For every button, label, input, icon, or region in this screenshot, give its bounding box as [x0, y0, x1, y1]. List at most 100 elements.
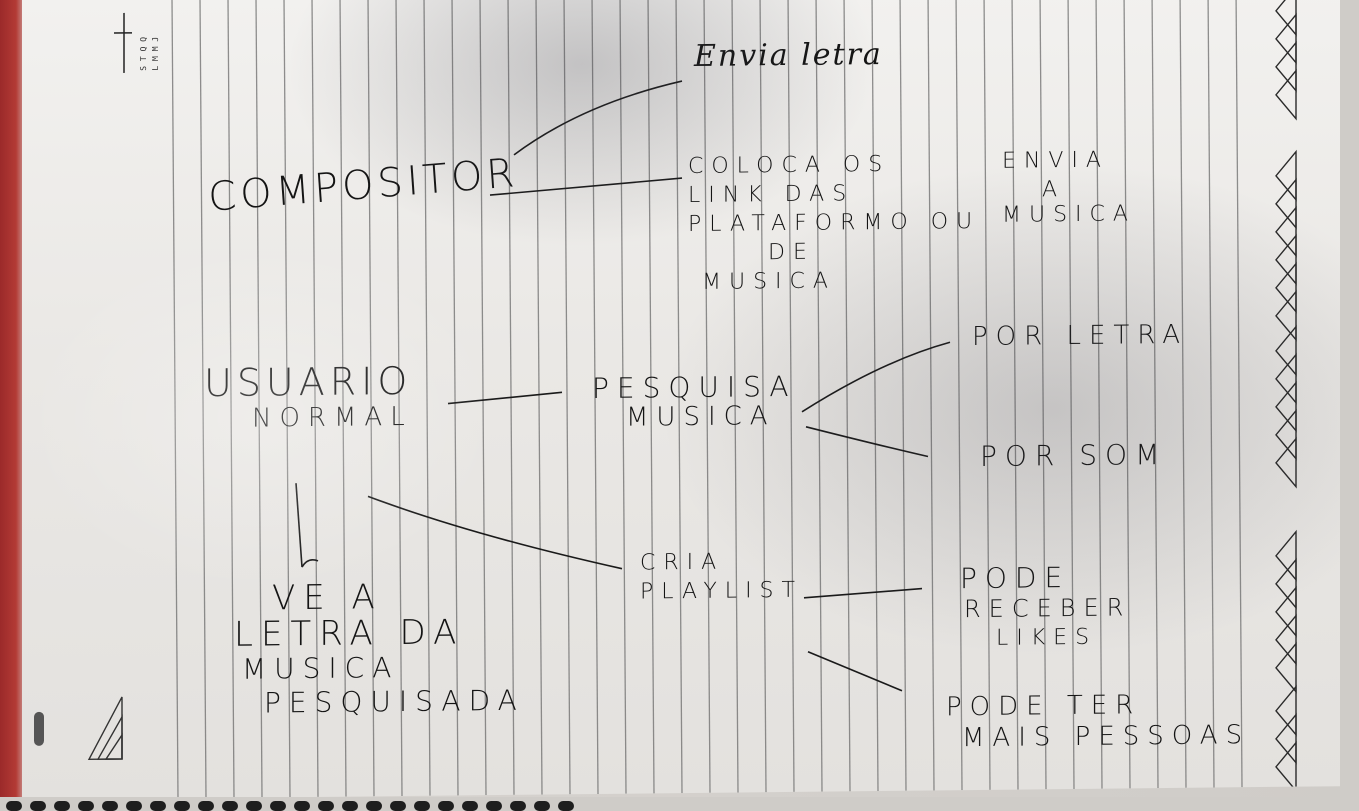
spiral-binding	[0, 797, 1359, 811]
binding-hole	[486, 801, 502, 811]
rule-line	[703, 0, 711, 793]
rule-line	[395, 0, 403, 797]
rule-line	[311, 0, 319, 797]
binding-hole	[78, 801, 94, 811]
binding-hole	[438, 801, 454, 811]
binding-hole	[534, 801, 550, 811]
notebook-page: S T Q Q L M M J	[22, 0, 1340, 800]
rule-line	[899, 0, 907, 791]
binding-hole	[174, 801, 190, 811]
triangle-motif	[1275, 68, 1297, 121]
triangle-motif	[1275, 40, 1297, 93]
binding-hole	[102, 801, 118, 811]
triangle-motif	[1275, 408, 1297, 461]
triangle-pattern-right	[1275, 0, 1297, 788]
note-line: LETRA DA	[234, 612, 465, 655]
note-pesquisa-musica: PESQUISA MUSICA	[592, 369, 797, 433]
binding-hole	[366, 801, 382, 811]
rule-line	[843, 0, 851, 792]
rule-line	[535, 0, 543, 795]
triangle-motif	[1275, 205, 1297, 258]
rule-line	[423, 0, 431, 796]
triangle-motif	[1275, 0, 1297, 37]
note-line: MAIS PESSOAS	[962, 720, 1251, 754]
note-line: PESQUISADA	[264, 683, 525, 720]
triangle-motif	[1275, 233, 1297, 286]
binding-hole	[198, 801, 214, 811]
triangle-motif	[1275, 613, 1297, 666]
rule-line	[227, 0, 235, 798]
triangle-pattern-left	[87, 696, 123, 761]
note-envia-letra: Envia letra	[694, 36, 883, 74]
note-usuario-normal: USUARIO NORMAL	[204, 358, 413, 434]
note-line: DE	[768, 239, 815, 266]
note-line: NORMAL	[252, 401, 413, 434]
note-line: LINK DAS	[688, 181, 855, 209]
svg-text:S T Q Q: S T Q Q	[139, 37, 148, 71]
rule-line	[199, 0, 207, 799]
rule-line	[507, 0, 515, 795]
triangle-motif	[1275, 585, 1297, 638]
rule-line	[1039, 0, 1047, 790]
binding-hole	[510, 801, 526, 811]
rule-line	[283, 0, 291, 798]
rule-line	[1179, 0, 1187, 788]
note-envia-musica: ENVIA A MUSICA	[1002, 148, 1136, 228]
triangle-motif	[1275, 529, 1297, 582]
binding-hole	[342, 801, 358, 811]
note-line: PESQUISA	[592, 369, 797, 406]
binding-hole	[246, 801, 262, 811]
rule-line	[983, 0, 991, 790]
note-line: PLATAFORMO OU	[688, 209, 981, 238]
rule-line	[1067, 0, 1075, 789]
rule-line	[171, 0, 179, 799]
triangle-motif	[1275, 324, 1297, 377]
note-por-som: POR SOM	[980, 438, 1168, 473]
note-pode-receber-likes: PODE RECEBER LIKES	[960, 561, 1131, 650]
rule-line	[1207, 0, 1215, 788]
triangle-motif	[1275, 12, 1297, 65]
binding-hole	[126, 801, 142, 811]
binding-hole	[318, 801, 334, 811]
rule-line	[815, 0, 823, 792]
rule-line	[1123, 0, 1131, 789]
rule-line	[787, 0, 795, 792]
note-line: RECEBER	[964, 593, 1132, 624]
note-cria-playlist: CRIA PLAYLIST	[640, 550, 803, 605]
binding-hole	[414, 801, 430, 811]
rule-line	[927, 0, 935, 791]
rule-line	[563, 0, 571, 795]
binding-hole	[294, 801, 310, 811]
binding-hole	[54, 801, 70, 811]
note-line: COLOCA OS	[688, 151, 891, 180]
rule-line	[759, 0, 767, 793]
note-ve-a-letra: VE A LETRA DA MUSICA PESQUISADA	[234, 577, 525, 719]
binding-hole	[270, 801, 286, 811]
triangle-motif	[1275, 557, 1297, 610]
triangle-motif	[1275, 289, 1297, 342]
triangle-motif	[1275, 380, 1297, 433]
binding-hole	[390, 801, 406, 811]
rule-line	[1235, 0, 1243, 788]
rule-line	[255, 0, 263, 798]
triangle-motif	[1275, 261, 1297, 314]
notebook-brand-mark: S T Q Q L M M J	[114, 12, 160, 73]
rule-line	[1095, 0, 1103, 789]
binding-hole	[462, 801, 478, 811]
binding-hole	[150, 801, 166, 811]
svg-text:L M M J: L M M J	[151, 37, 160, 71]
rule-line	[367, 0, 375, 797]
rule-line	[955, 0, 963, 791]
note-line: MUSICA	[1002, 201, 1136, 228]
binding-hole	[30, 801, 46, 811]
note-line: MUSICA	[626, 401, 776, 434]
rule-line	[1151, 0, 1159, 789]
note-coloca-links: COLOCA OS LINK DAS PLATAFORMO OU DE MUSI…	[688, 152, 980, 295]
note-line: LIKES	[996, 624, 1098, 651]
note-line: MUSICA	[702, 268, 836, 296]
triangle-motif	[1275, 436, 1297, 489]
note-line: USUARIO	[204, 358, 413, 406]
rule-line	[339, 0, 347, 797]
binding-hole	[222, 801, 238, 811]
